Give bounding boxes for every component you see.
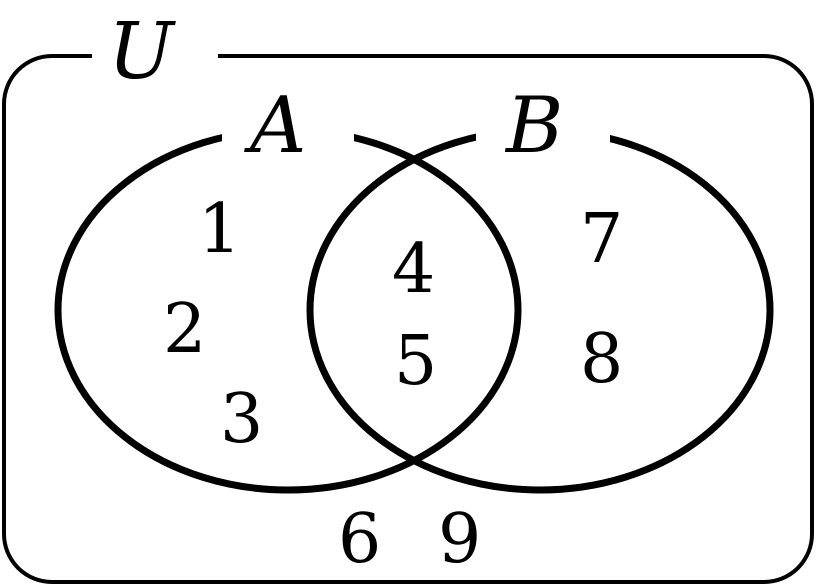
set-b-label-gap [476,112,610,162]
set-b-label: B [504,81,563,171]
universe-label-gap [92,40,218,74]
a-only-element: 3 [220,380,263,459]
intersection-element: 4 [392,230,435,309]
outside-element: 9 [438,500,481,579]
a-only-element: 2 [163,290,206,369]
b-only-element: 8 [580,320,623,399]
set-a-label-gap [222,112,354,162]
universe-label: U [108,7,176,97]
b-only-element: 7 [580,200,623,279]
universe-rectangle [2,54,814,584]
a-only-element: 1 [198,190,241,269]
set-a-circle [54,126,522,494]
outside-element: 6 [338,500,381,579]
intersection-element: 5 [394,322,437,401]
set-a-label: A [244,81,306,171]
set-b-circle [306,126,774,494]
